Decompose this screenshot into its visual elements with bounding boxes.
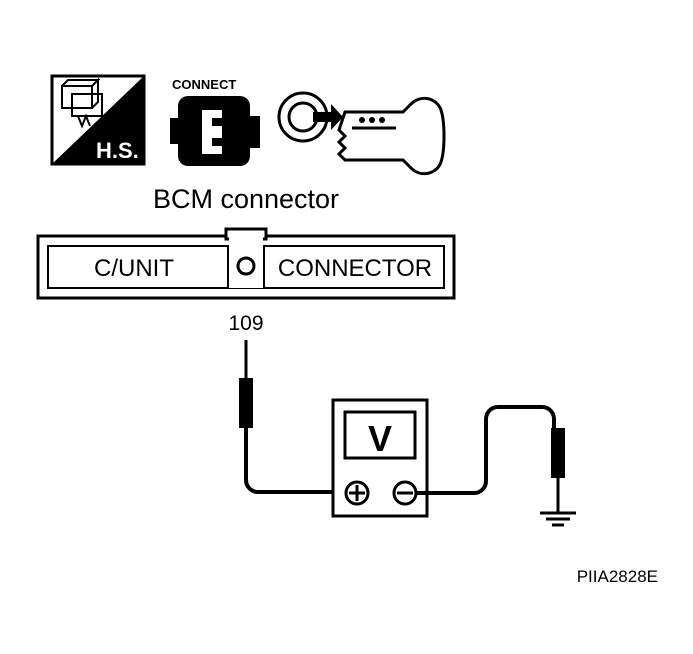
ignition-key-icon (277, 91, 446, 176)
ground-icon (540, 511, 576, 527)
connector-right-label: CONNECTOR (278, 255, 432, 282)
voltmeter: V (331, 398, 429, 518)
connect-label: CONNECT (172, 77, 236, 92)
minus-terminal-icon (392, 480, 418, 506)
connector-left-label: C/UNIT (94, 255, 174, 282)
bcm-connector: C/UNIT CONNECTOR (36, 227, 456, 300)
figure-code: PIIA2828E (577, 567, 658, 586)
terminal-number: 109 (228, 312, 263, 335)
connector-title: BCM connector (153, 184, 339, 214)
connect-icon: CONNECT (170, 77, 260, 166)
plus-terminal-icon (344, 480, 370, 506)
harness-label: H.S. (96, 138, 139, 163)
terminal-pin (236, 256, 256, 276)
harness-sensor-icon: H.S. (50, 74, 146, 166)
positive-probe (239, 340, 348, 494)
voltmeter-label: V (368, 418, 392, 459)
negative-probe (416, 405, 565, 512)
